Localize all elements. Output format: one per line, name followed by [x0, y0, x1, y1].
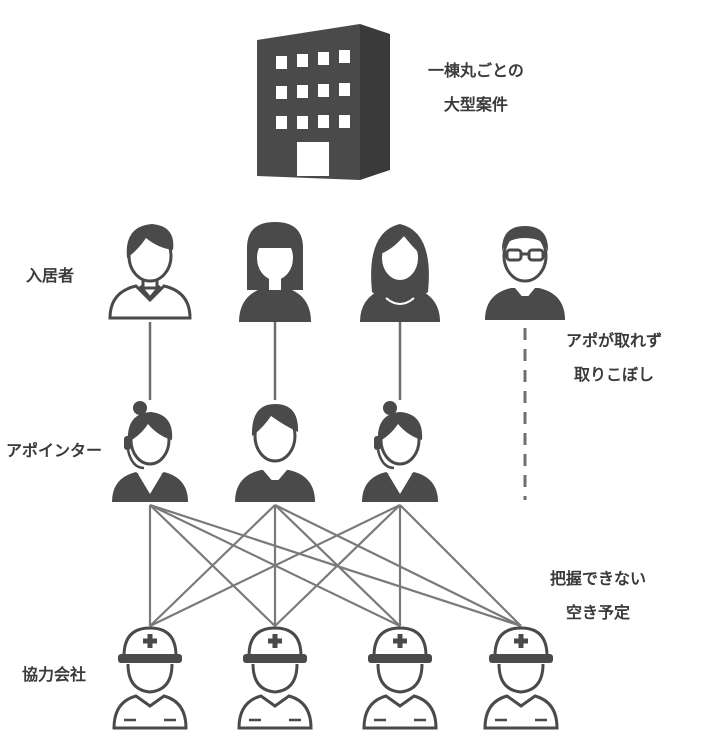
unknown-schedule-note-line-2: 空き予定 [566, 603, 631, 622]
hardhat-worker-icon [112, 626, 188, 730]
resident-appointer-links [148, 322, 402, 400]
unknown-schedule-note-line-1: 把握できない [550, 569, 647, 588]
hardhat-worker-icon [483, 626, 559, 730]
man-suit-icon [235, 404, 315, 502]
headset-woman-icon [362, 401, 438, 502]
appointer-contractor-links [148, 503, 522, 628]
contractors-row-label: 協力会社 [22, 665, 87, 684]
office-building-icon [257, 24, 390, 180]
no-appointment-note: アポが取れず 取りこぼし [566, 330, 662, 386]
headset-woman-icon [112, 401, 188, 502]
building-caption-line-2: 大型案件 [443, 95, 508, 114]
building-caption: 一棟丸ごとの 大型案件 [428, 60, 524, 116]
man-glasses-suit-icon [485, 226, 565, 320]
no-appointment-note-line-1: アポが取れず [566, 331, 663, 350]
appointers-row-label: アポインター [6, 441, 103, 460]
unknown-schedule-note: 把握できない 空き予定 [550, 568, 646, 624]
hardhat-worker-icon [362, 626, 438, 730]
hardhat-worker-icon [237, 626, 313, 730]
woman-short-hair-icon [108, 224, 192, 320]
residents-row-label: 入居者 [26, 266, 75, 285]
woman-long-hair-icon [360, 224, 440, 322]
woman-bob-hair-icon [239, 222, 311, 322]
building-caption-line-1: 一棟丸ごとの [428, 61, 524, 80]
no-appointment-note-line-2: 取りこぼし [574, 365, 655, 384]
